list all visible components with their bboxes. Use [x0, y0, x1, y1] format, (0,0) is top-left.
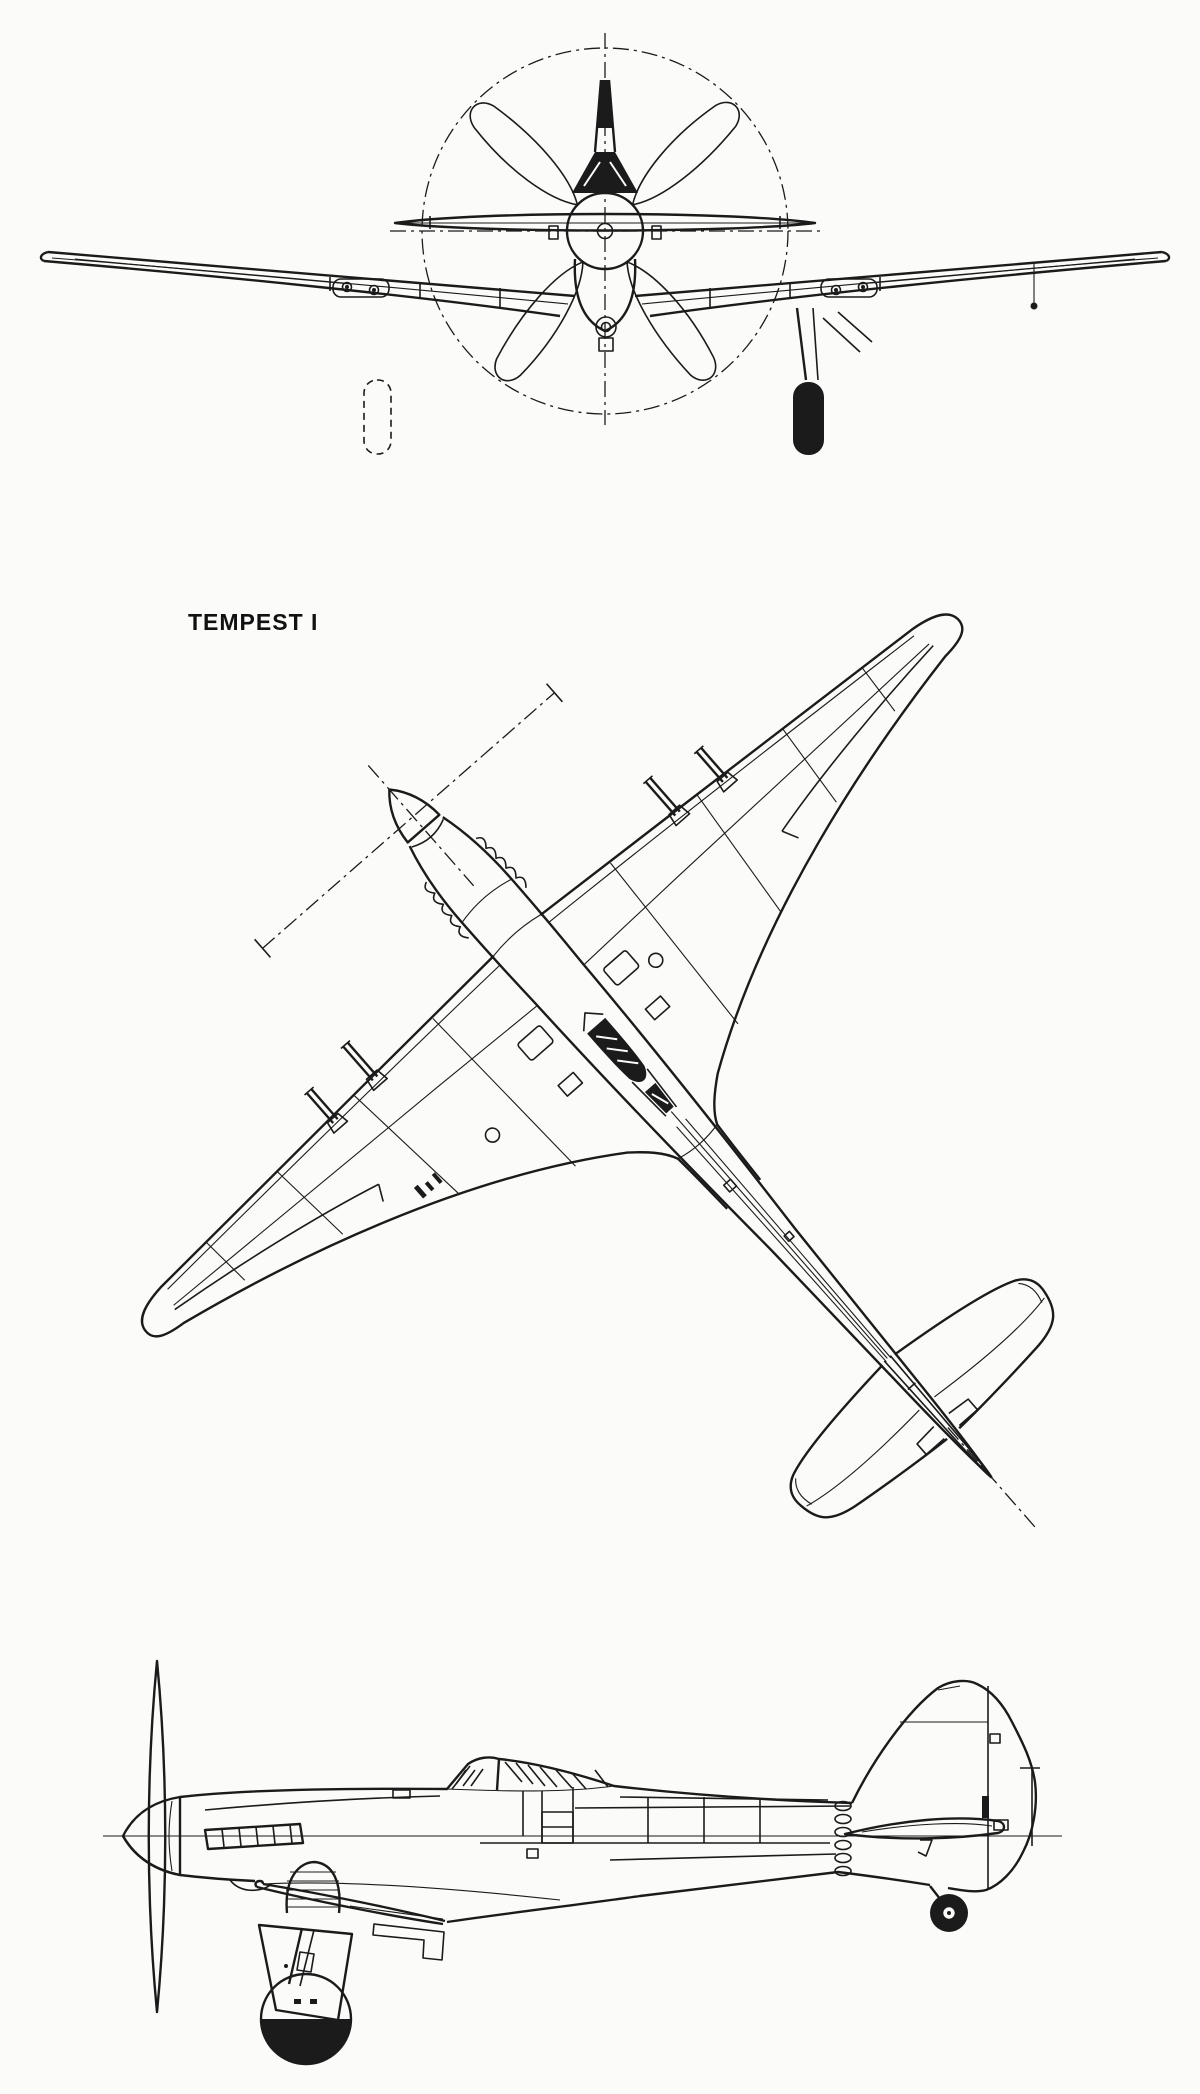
side-view: [103, 1659, 1062, 2066]
side-fin-rudder: [850, 1679, 1038, 1893]
carb-intake: [595, 316, 617, 338]
exhaust-stubs-starboard: [475, 836, 527, 888]
side-propeller-blade: [147, 1659, 167, 2014]
side-landing-gear: [257, 1923, 354, 2066]
propeller-plane-line: [262, 692, 555, 949]
tail-wheel: [929, 1885, 968, 1932]
front-left-wing: [39, 250, 576, 318]
plan-port-wing: [140, 955, 729, 1338]
front-right-wing: [634, 250, 1171, 318]
main-wheel-side: [259, 1972, 353, 2066]
side-lower-outline: [121, 1835, 256, 1883]
main-wheel: [793, 382, 824, 455]
front-right-landing-gear: [793, 307, 873, 455]
plan-tailplane: [789, 1278, 1055, 1519]
side-tailplane: [843, 1767, 1040, 1857]
propeller-disc: [421, 47, 789, 415]
plan-starboard-wing: [539, 613, 964, 1181]
cooler-fairing: [229, 1860, 341, 1914]
front-fin: [572, 79, 638, 193]
plan-fuselage: [442, 816, 993, 1478]
side-panel-lines: [204, 1787, 851, 1861]
aircraft-type-label: TEMPEST I: [188, 609, 318, 635]
ghost-wheel-outline: [363, 379, 392, 455]
side-canopy: [446, 1758, 615, 1792]
front-view: [39, 33, 1171, 455]
front-spinner: [548, 191, 662, 271]
plan-rudder: [883, 1355, 993, 1479]
exhaust-stubs-port: [424, 881, 469, 939]
front-fuselage-belly: [573, 258, 637, 352]
plan-spinner: [388, 788, 441, 844]
side-wing: [254, 1879, 561, 1961]
plan-canopy: [582, 1012, 678, 1117]
fuselage-joint: [834, 1800, 852, 1877]
side-exhaust-stubs: [203, 1822, 305, 1851]
plan-view: [140, 613, 1055, 1530]
